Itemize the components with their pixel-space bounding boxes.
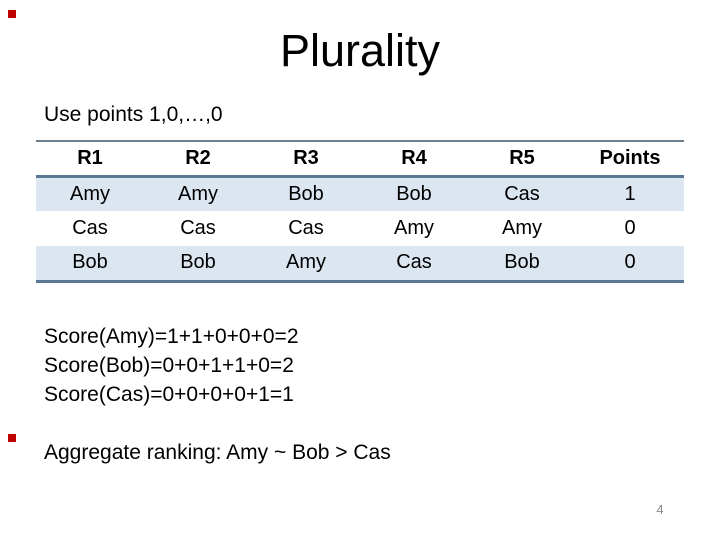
table-row-3: Bob Bob Amy Cas Bob 0 (36, 246, 684, 281)
table-header-r2: R2 (144, 141, 252, 176)
table-cell: Amy (286, 251, 326, 274)
table-cell: Bob (180, 251, 216, 274)
table-header-r3: R3 (252, 141, 360, 176)
table-cell: Amy (70, 182, 110, 205)
red-corner-marker-bottom (8, 434, 16, 442)
table-cell: Cas (504, 182, 540, 205)
table-cell: Amy (178, 182, 218, 205)
table-cell: Cas (396, 251, 432, 274)
preference-profile-table: R1 R2 R3 R4 R5 Points Amy Amy Bob Bob Ca… (36, 140, 684, 283)
score-line-cas: Score(Cas)=0+0+0+0+1=1 (44, 383, 294, 406)
score-block: Score(Amy)=1+1+0+0+0=2 Score(Bob)=0+0+1+… (44, 322, 299, 409)
table-cell: Amy (502, 217, 542, 239)
table-cell: Cas (180, 217, 216, 239)
page-number: 4 (656, 502, 664, 517)
table-cell: Cas (288, 217, 324, 239)
table-header-r1: R1 (36, 141, 144, 176)
table-header-row: R1 R2 R3 R4 R5 Points (36, 141, 684, 176)
score-line-bob: Score(Bob)=0+0+1+1+0=2 (44, 354, 294, 377)
table-cell: Bob (504, 251, 540, 274)
slide-title: Plurality (279, 25, 441, 76)
table-cell: Bob (72, 251, 108, 274)
table-cell: 0 (624, 251, 636, 274)
table-cell: 0 (624, 217, 636, 239)
red-corner-marker-top (8, 10, 16, 18)
table-header-points: Points (576, 141, 684, 176)
table-cell: Amy (394, 217, 434, 239)
table-cell: Bob (288, 182, 324, 205)
table-header-r4: R4 (360, 141, 468, 176)
score-line-amy: Score(Amy)=1+1+0+0+0=2 (44, 325, 299, 348)
aggregate-ranking-text: Aggregate ranking: Amy ~ Bob > Cas (44, 441, 391, 464)
table-cell: Bob (396, 182, 432, 205)
table-cell: 1 (624, 182, 636, 205)
table-row-1: Amy Amy Bob Bob Cas 1 (36, 176, 684, 211)
table-row-2: Cas Cas Cas Amy Amy 0 (36, 211, 684, 246)
table-cell: Cas (72, 217, 108, 239)
use-points-text: Use points 1,0,…,0 (44, 103, 223, 126)
table-header-r5: R5 (468, 141, 576, 176)
